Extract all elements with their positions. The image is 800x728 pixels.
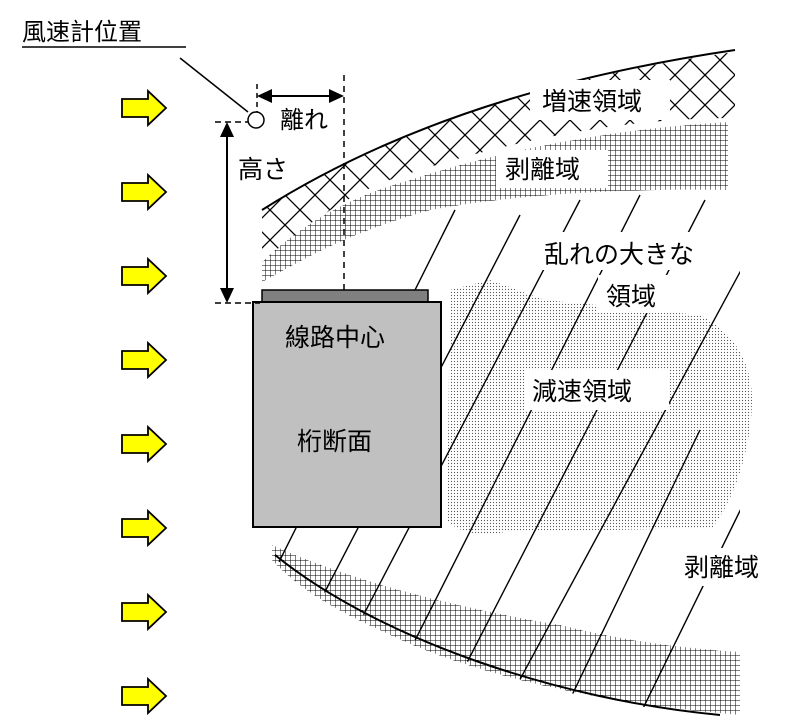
wind-arrow-icon [121, 424, 168, 464]
anemometer-position-title: 風速計位置 [22, 18, 142, 46]
lower-separation-shade [272, 545, 740, 715]
lower-separation-label: 剥離域 [684, 553, 759, 582]
turbulence-region-label-line2: 領域 [606, 282, 656, 311]
rail-plate [261, 289, 429, 303]
upper-separation-label: 剥離域 [505, 155, 580, 184]
wind-arrow-icon [121, 340, 168, 380]
acceleration-region-label: 増速領域 [542, 87, 642, 116]
upper-separation-shade [262, 122, 728, 282]
wind-arrow-icon [121, 256, 168, 296]
upper-outer-boundary [261, 49, 736, 211]
track-center-label: 線路中心 [285, 323, 385, 352]
girder-section [252, 301, 442, 528]
height-dimension [215, 121, 260, 304]
wind-arrows [121, 88, 168, 716]
anemometer-icon [247, 111, 265, 129]
wind-arrow-icon [121, 676, 168, 716]
girder-section-label: 桁断面 [297, 427, 372, 456]
wind-arrow-icon [121, 508, 168, 548]
turbulence-region-label-line1: 乱れの大きな [544, 240, 694, 269]
deceleration-region-label: 減速領域 [532, 377, 632, 406]
wind-arrow-icon [121, 88, 168, 128]
wind-arrow-icon [121, 172, 168, 212]
lower-outer-boundary [274, 554, 721, 716]
height-label: 高さ [238, 155, 288, 184]
anemometer-leader-line [179, 57, 249, 113]
offset-dimension [256, 75, 345, 295]
offset-label: 離れ [280, 106, 328, 134]
wind-arrow-icon [121, 592, 168, 632]
